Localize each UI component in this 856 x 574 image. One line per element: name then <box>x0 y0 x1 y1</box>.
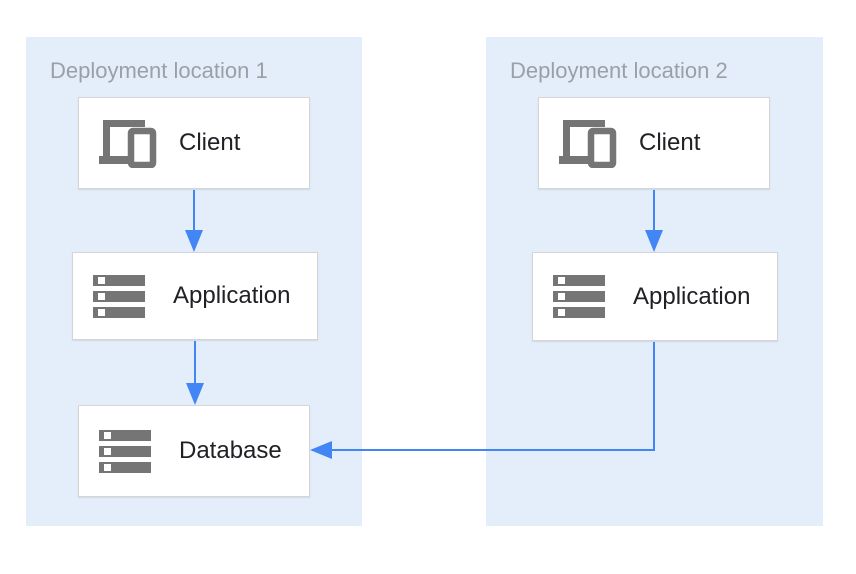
storage-icon <box>99 429 151 473</box>
node-client-2: Client <box>538 97 770 189</box>
node-application-2: Application <box>532 252 778 341</box>
node-application-1: Application <box>72 252 318 340</box>
storage-icon <box>553 275 605 318</box>
node-label: Application <box>633 282 751 310</box>
devices-icon <box>99 118 158 168</box>
node-label: Client <box>639 129 701 156</box>
node-client-1: Client <box>78 97 310 189</box>
group-label-1: Deployment location 1 <box>50 58 268 83</box>
node-label: Application <box>173 282 291 309</box>
node-label: Database <box>179 437 282 464</box>
devices-icon <box>559 118 618 168</box>
node-label: Client <box>179 129 241 156</box>
storage-icon <box>93 274 145 318</box>
node-database-1: Database <box>78 405 310 497</box>
group-label-2: Deployment location 2 <box>510 58 728 83</box>
